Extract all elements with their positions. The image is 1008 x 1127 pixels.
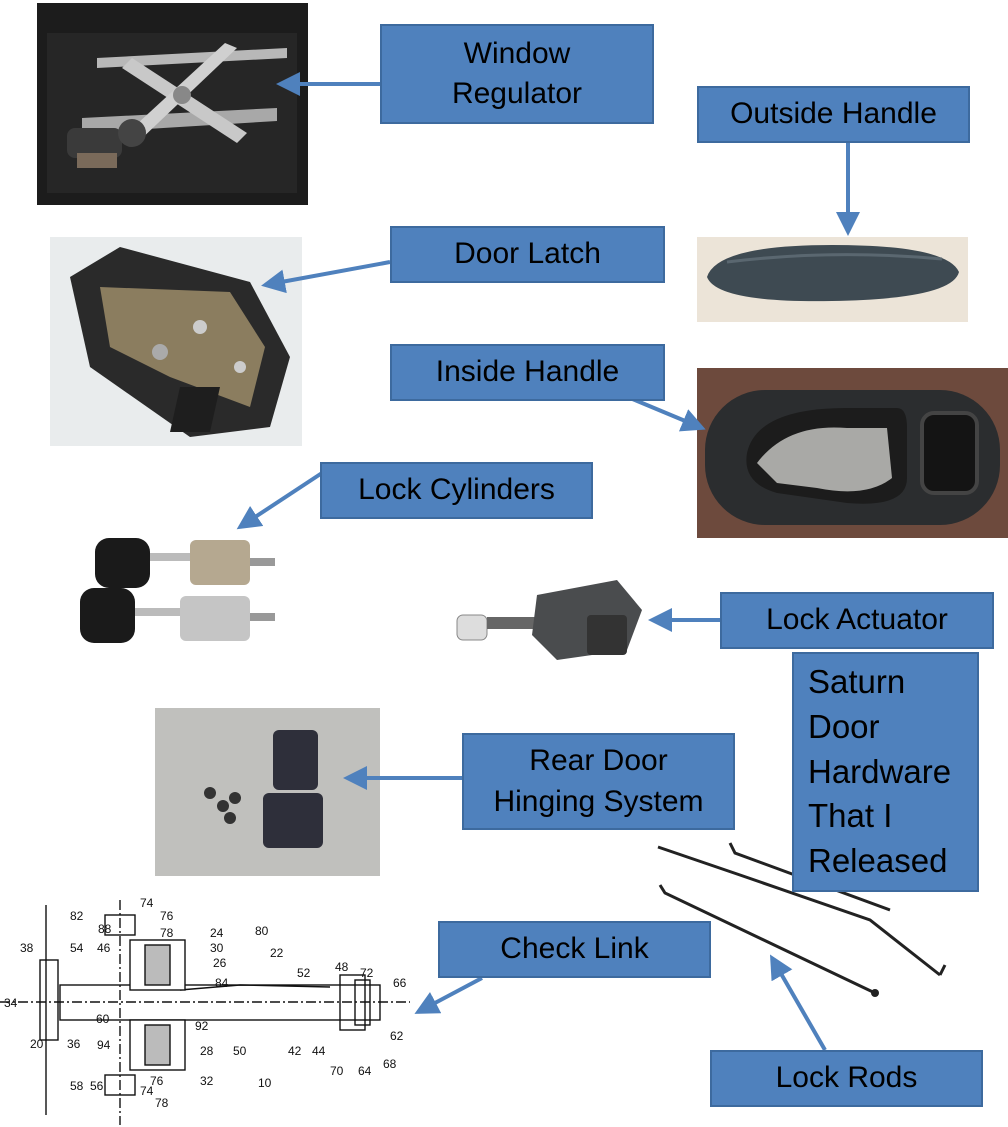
drawing-ref-number: 50	[233, 1044, 247, 1058]
outside-handle-label: Outside Handle	[697, 86, 970, 143]
drawing-ref-number: 74	[140, 1084, 154, 1098]
drawing-ref-number: 64	[358, 1064, 372, 1078]
title-line-4: That I	[808, 797, 893, 835]
door-latch-label: Door Latch	[390, 226, 665, 283]
lock-actuator-label: Lock Actuator	[720, 592, 994, 649]
drawing-ref-number: 44	[312, 1044, 326, 1058]
window-regulator-line-1: Window	[463, 36, 571, 70]
drawing-ref-number: 22	[270, 946, 284, 960]
saturn-title-box: Saturn Door Hardware That I Released	[792, 652, 979, 892]
lock-cylinders-label: Lock Cylinders	[320, 462, 593, 519]
inside-handle-photo	[697, 368, 1008, 538]
outside-handle-photo	[697, 237, 968, 322]
drawing-ref-number: 70	[330, 1064, 344, 1078]
window-regulator-label: Window Regulator	[380, 24, 654, 124]
arrow-lock-cylinders	[236, 471, 324, 530]
title-line-2: Door	[808, 707, 880, 745]
window-regulator-line-2: Regulator	[451, 77, 583, 110]
drawing-ref-number: 94	[97, 1038, 111, 1052]
outside-handle-text: Outside Handle	[730, 97, 937, 131]
drawing-ref-number: 38	[20, 941, 34, 955]
drawing-ref-number: 60	[96, 1012, 110, 1026]
lock-rods-label: Lock Rods	[710, 1050, 983, 1107]
drawing-ref-number: 68	[383, 1057, 397, 1071]
drawing-ref-number: 74	[140, 896, 154, 910]
drawing-ref-number: 76	[160, 909, 174, 923]
drawing-ref-number: 30	[210, 941, 224, 955]
check-link-label: Check Link	[438, 921, 711, 978]
rear-door-hinging-line-2: Hinging System	[493, 784, 704, 818]
drawing-ref-number: 80	[255, 924, 269, 938]
drawing-ref-number: 54	[70, 941, 84, 955]
drawing-ref-number: 84	[215, 976, 229, 990]
drawing-ref-number: 56	[90, 1079, 104, 1093]
door-latch-text: Door Latch	[454, 237, 601, 271]
drawing-ref-number: 76	[150, 1074, 164, 1088]
drawing-ref-number: 28	[200, 1044, 214, 1058]
drawing-ref-number: 58	[70, 1079, 84, 1093]
drawing-ref-number: 62	[390, 1029, 404, 1043]
title-line-3: Hardware	[808, 752, 952, 790]
drawing-ref-number: 82	[70, 909, 84, 923]
rear-door-hinging-label: Rear Door Hinging System	[462, 733, 735, 830]
drawing-ref-number: 34	[4, 996, 18, 1010]
drawing-ref-number: 78	[160, 926, 174, 940]
door-latch-photo	[50, 237, 302, 446]
drawing-ref-number: 42	[288, 1044, 302, 1058]
drawing-ref-number: 32	[200, 1074, 214, 1088]
drawing-ref-number: 26	[213, 956, 227, 970]
check-link-text: Check Link	[500, 932, 649, 966]
title-line-1: Saturn	[808, 662, 906, 700]
arrow-inside-handle	[629, 396, 706, 432]
drawing-ref-number: 78	[155, 1096, 169, 1110]
arrow-check-link	[414, 976, 483, 1014]
lock-cylinders-photo	[75, 528, 285, 658]
rear-door-hinging-line-1: Rear Door	[529, 744, 668, 777]
title-line-5: Released	[808, 842, 948, 880]
drawing-ref-number: 48	[335, 960, 349, 974]
drawing-ref-number: 24	[210, 926, 224, 940]
window-regulator-photo	[37, 3, 308, 205]
drawing-ref-number: 92	[195, 1019, 209, 1033]
drawing-ref-number: 52	[297, 966, 311, 980]
lock-actuator-photo	[447, 565, 652, 665]
inside-handle-label: Inside Handle	[390, 344, 665, 401]
drawing-ref-number: 46	[97, 941, 111, 955]
drawing-ref-number: 20	[30, 1037, 44, 1051]
drawing-ref-number: 88	[98, 922, 112, 936]
lock-cylinders-text: Lock Cylinders	[358, 473, 555, 507]
drawing-ref-number: 36	[67, 1037, 81, 1051]
lock-rods-text: Lock Rods	[775, 1061, 918, 1095]
inside-handle-text: Inside Handle	[435, 355, 620, 389]
lock-actuator-text: Lock Actuator	[766, 603, 948, 637]
rear-door-hinge-photo	[155, 708, 380, 876]
drawing-ref-number: 10	[258, 1076, 272, 1090]
drawing-ref-number: 66	[393, 976, 407, 990]
drawing-ref-number: 72	[360, 966, 374, 980]
